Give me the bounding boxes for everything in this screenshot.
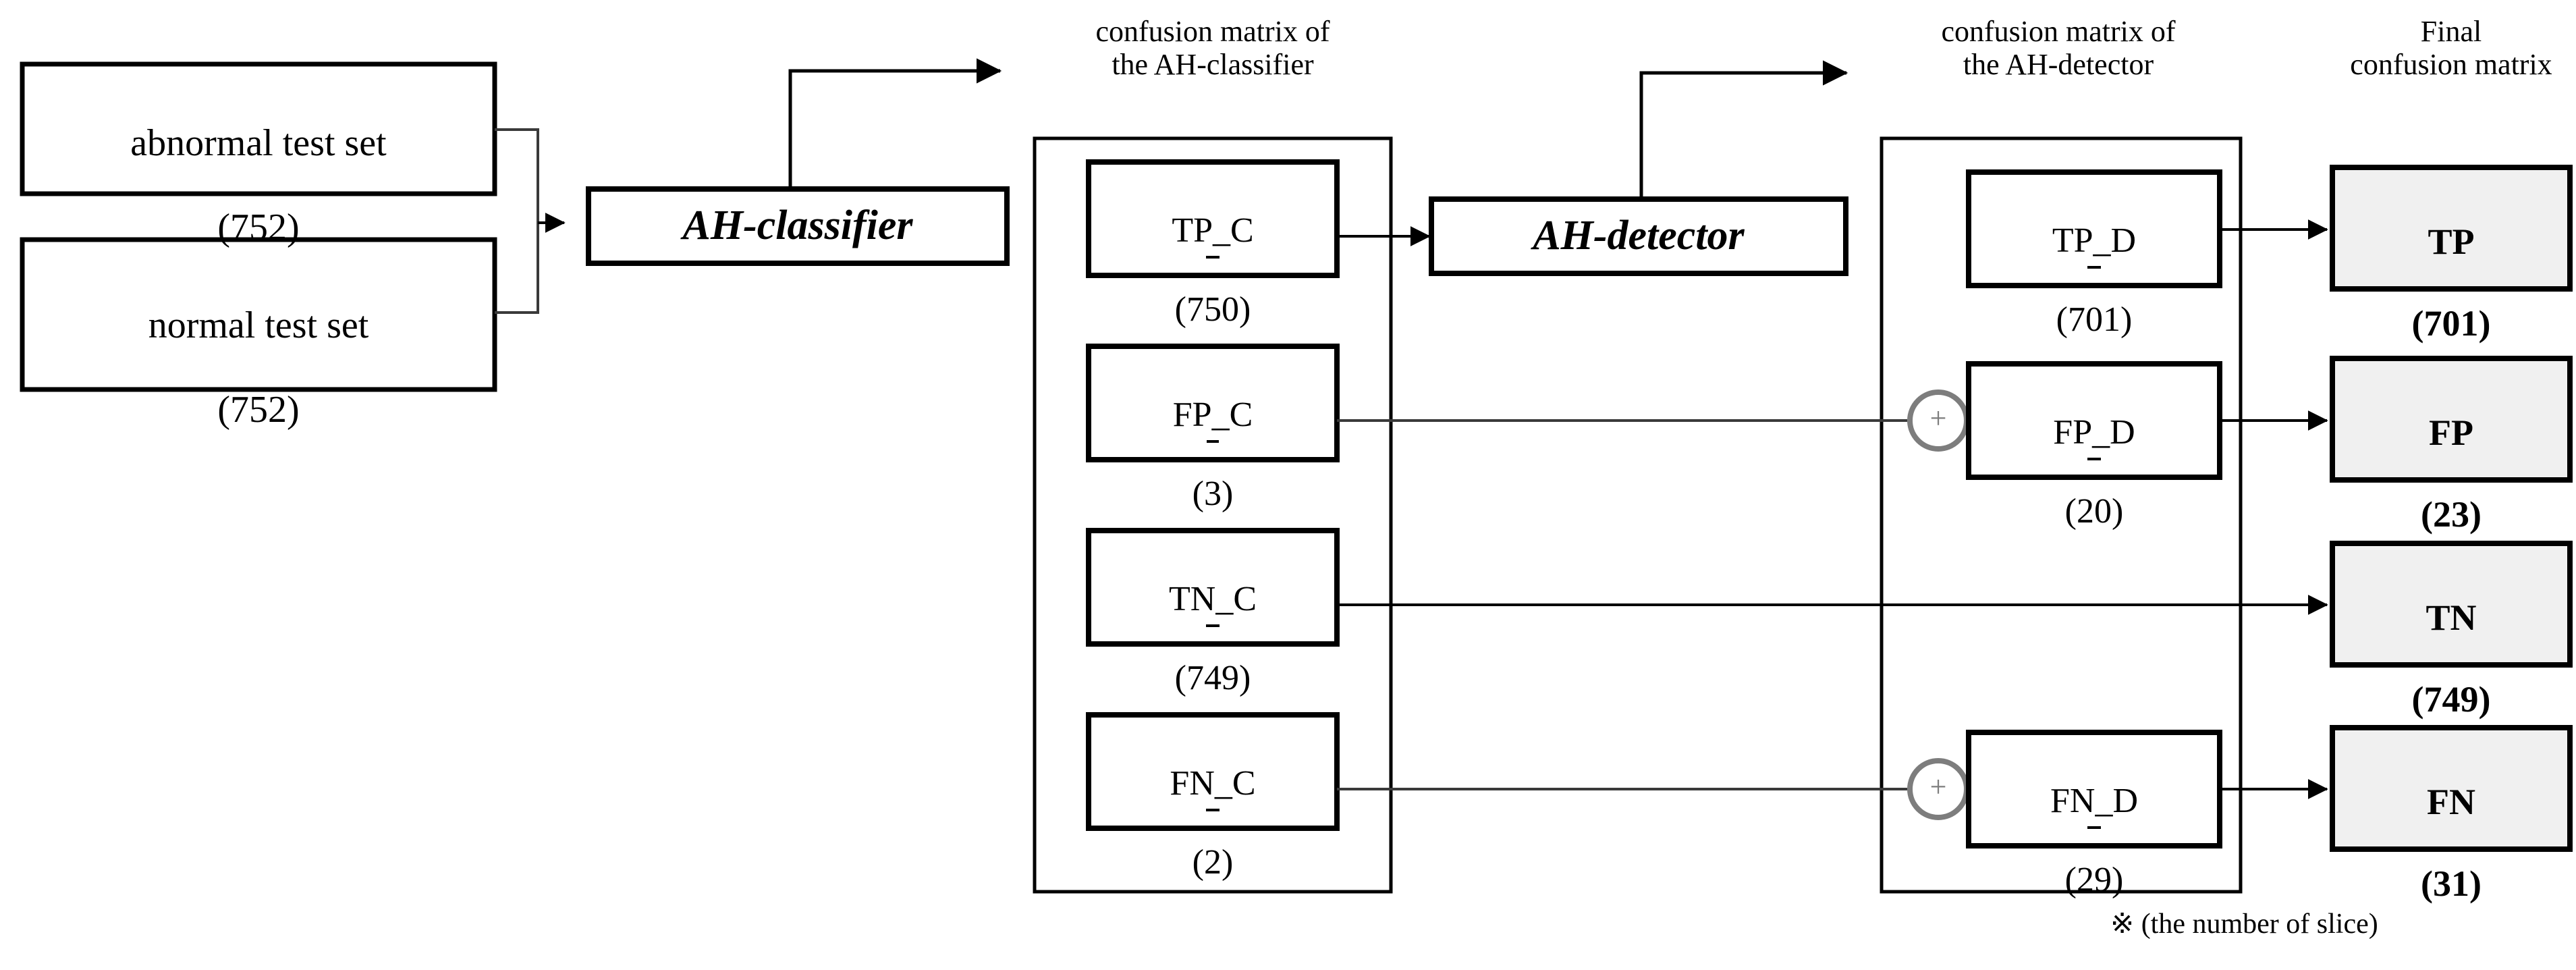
- normal-test-set-count: (752): [217, 389, 300, 431]
- cell-fp-c-count: (3): [1192, 474, 1234, 513]
- cell-tn-c-name: TN_C: [1169, 580, 1257, 628]
- cell-fp-d-name: FP_D: [2053, 413, 2135, 461]
- final-matrix-header: Final confusion matrix: [2350, 15, 2552, 82]
- plus-fn-icon: +: [1929, 770, 1947, 803]
- final-tn-label: TN (749): [2332, 557, 2570, 761]
- final-fp-box[interactable]: [2330, 356, 2573, 483]
- final-fn-box[interactable]: [2330, 725, 2573, 852]
- slice-count-footnote: ※ (the number of slice): [2110, 909, 2378, 940]
- input-merge-connector: [495, 128, 539, 314]
- final-tn-box[interactable]: [2330, 541, 2573, 668]
- cell-tp-c-box[interactable]: [1086, 159, 1340, 278]
- final-tn-count: (749): [2411, 679, 2491, 720]
- final-fp-name: FP: [2429, 412, 2473, 454]
- cell-tp-d-label: TP_D (701): [1969, 182, 2220, 379]
- cell-tn-c-label: TN_C (749): [1089, 541, 1337, 737]
- abnormal-test-set-box[interactable]: [20, 61, 497, 196]
- final-tp-label: TP (701): [2332, 181, 2570, 385]
- cell-tp-c-label: TP_C (750): [1089, 172, 1337, 369]
- abnormal-test-set-count: (752): [217, 207, 300, 249]
- ah-detector-box[interactable]: [1429, 196, 1848, 276]
- cell-fn-c-label: FN_C (2): [1089, 725, 1337, 921]
- normal-test-set-box[interactable]: [20, 237, 497, 392]
- cell-fn-c-name: FN_C: [1170, 764, 1256, 812]
- final-tp-name: TP: [2428, 221, 2475, 263]
- final-tp-count: (701): [2411, 303, 2491, 344]
- detector-output-arrow: [1639, 60, 1848, 199]
- abnormal-test-set-label: abnormal test set (752): [22, 80, 495, 292]
- classifier-output-arrow: [788, 58, 1002, 189]
- cell-fn-d-count: (29): [2064, 860, 2124, 899]
- detector-matrix-header: confusion matrix of the AH-detector: [1941, 15, 2176, 82]
- cell-fn-d-label: FN_D (29): [1969, 743, 2220, 939]
- classifier-matrix-header: confusion matrix of the AH-classifier: [1095, 15, 1330, 82]
- ah-classifier-box[interactable]: [586, 186, 1010, 266]
- final-fn-name: FN: [2427, 782, 2475, 823]
- ah-detector-label: AH-detector: [1533, 213, 1745, 259]
- cell-fp-d-count: (20): [2064, 491, 2124, 531]
- normal-test-set-name: normal test set: [148, 304, 369, 346]
- cell-fp-c-label: FP_C (3): [1089, 356, 1337, 553]
- cell-fn-d-name: FN_D: [2050, 782, 2139, 830]
- ah-classifier-label: AH-classifier: [682, 203, 913, 248]
- cell-tp-d-name: TP_D: [2052, 221, 2137, 269]
- cell-fn-c-count: (2): [1192, 842, 1234, 882]
- cell-tp-c-name: TP_C: [1172, 211, 1254, 259]
- cell-fp-c-name: FP_C: [1172, 396, 1253, 443]
- final-tn-name: TN: [2426, 597, 2477, 639]
- abnormal-test-set-name: abnormal test set: [130, 122, 387, 164]
- final-fp-label: FP (23): [2332, 372, 2570, 576]
- cell-fp-d-label: FP_D (20): [1969, 374, 2220, 570]
- cell-tp-c-count: (750): [1174, 290, 1251, 329]
- plus-fp-icon: +: [1929, 402, 1947, 435]
- normal-test-set-label: normal test set (752): [22, 262, 495, 474]
- cell-tn-c-count: (749): [1174, 658, 1251, 697]
- final-fp-count: (23): [2421, 494, 2482, 535]
- cell-tp-d-count: (701): [2056, 300, 2133, 339]
- final-fn-count: (31): [2421, 863, 2482, 905]
- final-tp-box[interactable]: [2330, 165, 2573, 292]
- final-fn-label: FN (31): [2332, 741, 2570, 945]
